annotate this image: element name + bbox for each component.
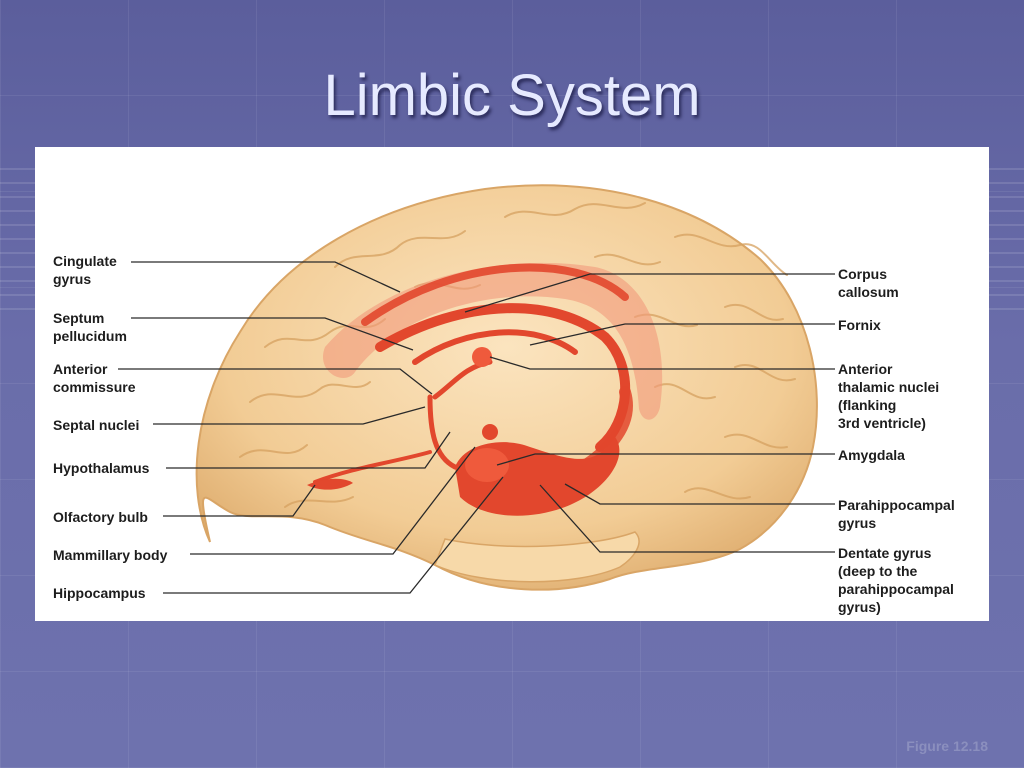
corpus-callosum-band xyxy=(322,262,663,420)
label-amygdala: Amygdala xyxy=(838,447,905,463)
label-hypothalamus: Hypothalamus xyxy=(53,460,150,476)
label-fornix: Fornix xyxy=(838,317,881,333)
amygdala-mass xyxy=(465,448,509,482)
figure-caption: Figure 12.18 xyxy=(906,738,988,754)
slide-title: Limbic System xyxy=(323,63,701,128)
temporal-lobe-fold xyxy=(434,531,640,583)
olfactory-bulb-mass xyxy=(307,478,353,490)
mammillary-body-mass xyxy=(482,424,498,440)
label-septal-nuclei: Septal nuclei xyxy=(53,417,140,433)
label-mammillary-body: Mammillary body xyxy=(53,547,168,563)
label-hippocampus: Hippocampus xyxy=(53,585,146,601)
background-stripes-right xyxy=(986,160,1024,310)
brain-illustration xyxy=(118,184,835,594)
label-olfactory-bulb: Olfactory bulb xyxy=(53,509,148,525)
anterior-thalamic-nuclei-mass xyxy=(472,347,492,367)
background-stripes-left xyxy=(0,160,38,310)
leader-lines xyxy=(118,261,835,594)
brain-silhouette xyxy=(195,184,818,591)
